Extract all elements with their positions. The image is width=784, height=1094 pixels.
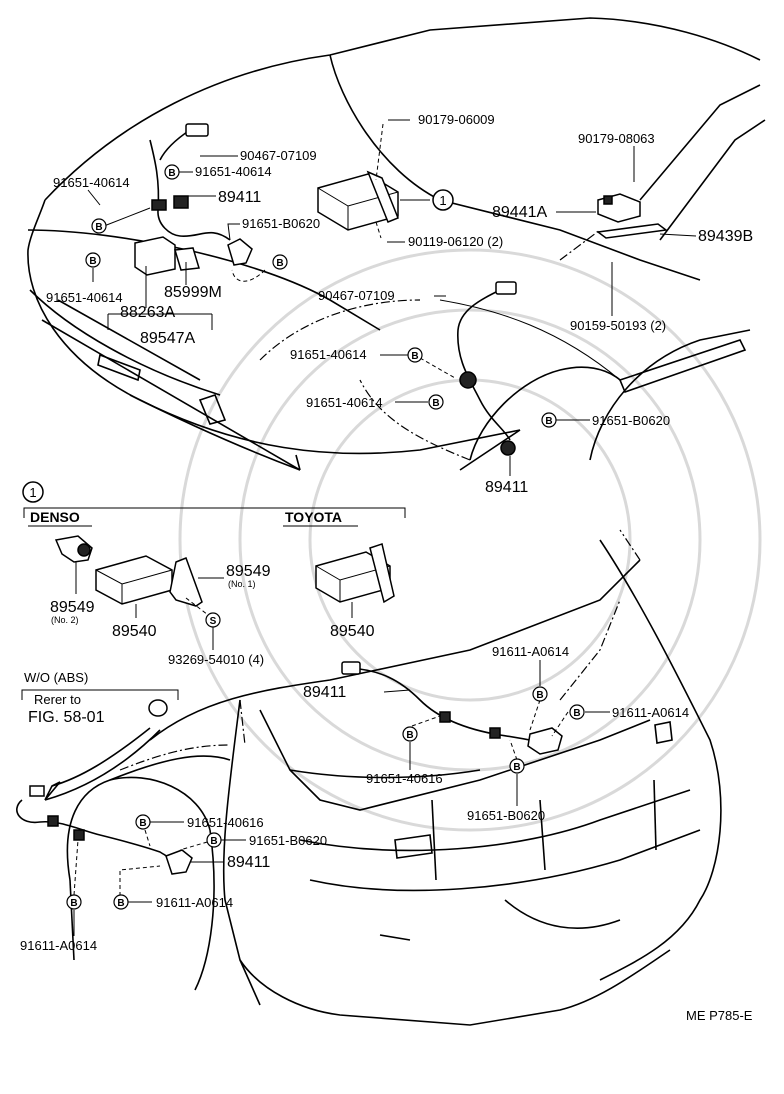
- bolt-icon: [272, 254, 288, 270]
- bolt-icon: [85, 252, 101, 268]
- part-number: 91651-B0620: [592, 413, 670, 428]
- bracket-no1-part: [169, 557, 203, 607]
- top-part-labels: 90179-06009 90467-07109 91651-40614 9165…: [46, 112, 753, 496]
- part-number: 89547A: [140, 330, 195, 347]
- reference-circle-icon: [22, 481, 44, 503]
- computer-denso-part: [95, 555, 173, 605]
- bolt-icon: [91, 218, 107, 234]
- wo-abs-label: W/O (ABS): [24, 670, 88, 685]
- part-number: 88263A: [120, 304, 175, 321]
- rear-leader-lines: [73, 660, 610, 936]
- part-number: 90179-06009: [418, 112, 495, 127]
- part-number: 89411: [303, 684, 346, 701]
- watermark-emblem: [178, 248, 762, 832]
- reference-circle-icon: [432, 189, 454, 211]
- part-note: (No. 2): [51, 615, 79, 625]
- part-number: 91651-40616: [366, 771, 443, 786]
- bolt-icon: [135, 814, 151, 830]
- part-number: 90179-08063: [578, 131, 655, 146]
- rear-part-labels: 91611-A0614 89411 91611-A0614 91651-4061…: [20, 644, 689, 953]
- bolt-icon: [428, 394, 444, 410]
- plug-part: [148, 699, 168, 717]
- rear-left-sensor-harness: [16, 785, 193, 875]
- refer-figure: FIG. 58-01: [28, 709, 105, 726]
- part-number: 89540: [112, 623, 157, 640]
- front-left-sensor-harness: [134, 123, 253, 276]
- bolt-icon: [113, 894, 129, 910]
- part-number: 90159-50193 (2): [570, 318, 666, 333]
- reference-number: 1: [29, 485, 36, 500]
- part-number: 91611-A0614: [156, 895, 233, 910]
- part-number: 89549: [50, 599, 95, 616]
- skid-control-computer: [317, 170, 399, 231]
- part-number: 91611-A0614: [492, 644, 569, 659]
- part-number: 91651-B0620: [249, 833, 327, 848]
- inset-computer-variants: 1 DENSO TOYOTA 89549 (No. 2) 89540 89549…: [22, 481, 406, 667]
- front-body-outline: [27, 17, 766, 471]
- part-number: 91651-40616: [187, 815, 264, 830]
- deceleration-sensor: [596, 193, 668, 239]
- bolt-icon: [206, 832, 222, 848]
- part-number: 91651-40614: [46, 290, 123, 305]
- part-number: 89439B: [698, 228, 753, 245]
- part-number: 89411: [227, 854, 270, 871]
- part-number: 89411: [218, 189, 261, 206]
- rear-right-sensor-harness: [341, 661, 563, 755]
- part-number: 89411: [485, 479, 528, 496]
- refer-text: Rerer to: [34, 692, 81, 707]
- top-leader-lines: [87, 119, 697, 476]
- part-number: 90467-07109: [318, 288, 395, 303]
- part-number: 89540: [330, 623, 375, 640]
- bolt-icon: [541, 412, 557, 428]
- part-number: 91611-A0614: [612, 705, 689, 720]
- part-number: 91651-B0620: [467, 808, 545, 823]
- denso-label: DENSO: [30, 509, 80, 525]
- part-number: 91651-40614: [195, 164, 272, 179]
- part-number: 90119-06120 (2): [408, 234, 503, 249]
- bolt-icon: [66, 894, 82, 910]
- rear-body-outline: [66, 529, 722, 1026]
- part-note: (No. 1): [228, 579, 256, 589]
- part-number: 89549: [226, 563, 271, 580]
- part-number: 91651-40614: [53, 175, 130, 190]
- part-number: 91651-B0620: [242, 216, 320, 231]
- bolt-icon: [569, 704, 585, 720]
- part-number: 90467-07109: [240, 148, 317, 163]
- part-number: 91611-A0614: [20, 938, 97, 953]
- bolt-icon: [509, 758, 525, 774]
- toyota-label: TOYOTA: [285, 509, 342, 525]
- wo-abs-reference: W/O (ABS) Rerer to FIG. 58-01: [21, 670, 179, 801]
- bolt-icon: [164, 164, 180, 180]
- screw-marker: S: [210, 616, 217, 627]
- part-number: 89441A: [492, 204, 547, 221]
- part-number: 91651-40614: [306, 395, 383, 410]
- front-right-sensor-harness: [457, 281, 517, 456]
- figure-code: ME P785-E: [686, 1008, 753, 1023]
- bolt-icon: [402, 726, 418, 742]
- bolt-icon: [407, 347, 423, 363]
- bolt-icon: [532, 686, 548, 702]
- part-number: 91651-40614: [290, 347, 367, 362]
- part-number: 85999M: [164, 284, 222, 301]
- reference-number: 1: [439, 193, 446, 208]
- part-number: 93269-54010 (4): [168, 652, 264, 667]
